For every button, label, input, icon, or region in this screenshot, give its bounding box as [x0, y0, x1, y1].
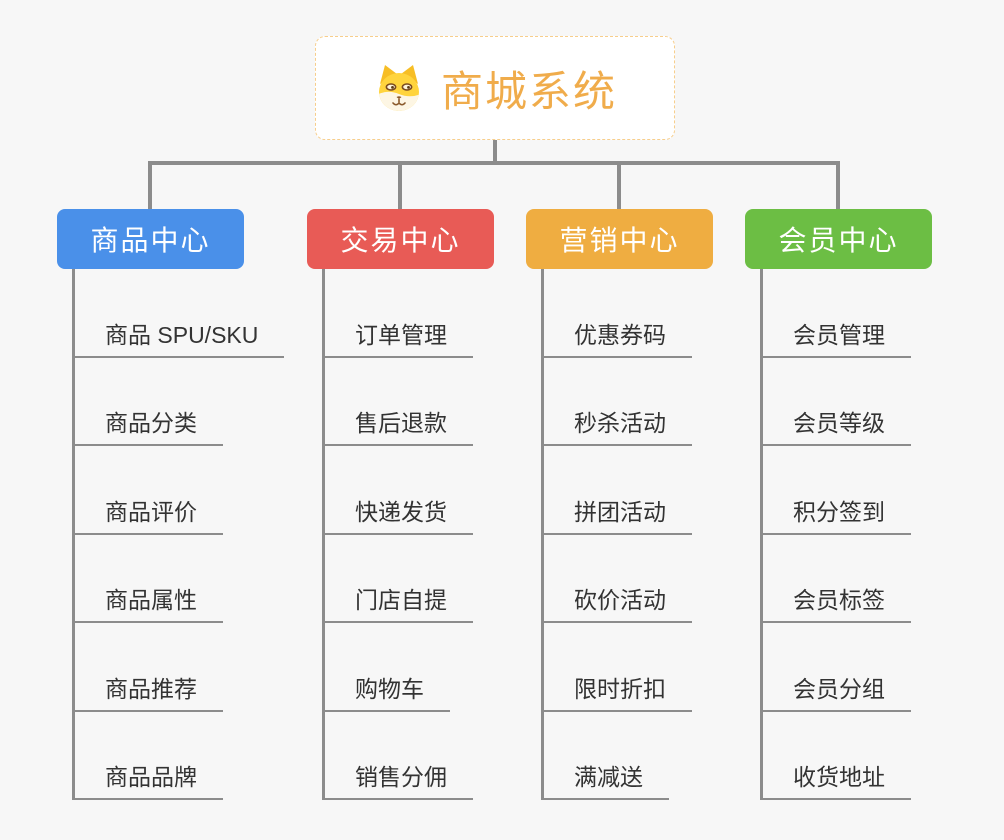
leaf-node[interactable]: 积分签到	[763, 446, 911, 535]
branch-tree: 订单管理 售后退款 快递发货 门店自提 购物车 销售分佣	[322, 269, 473, 800]
leaf-node[interactable]: 限时折扣	[544, 623, 692, 712]
branch-product-center: 商品中心 商品 SPU/SKU 商品分类 商品评价 商品属性 商品推荐 商品品牌	[57, 209, 285, 800]
shiba-dog-icon	[378, 65, 419, 111]
leaf-node[interactable]: 商品品牌	[75, 712, 223, 800]
branch-box-member-center[interactable]: 会员中心	[745, 209, 932, 269]
branch-label: 营销中心	[559, 225, 680, 256]
leaf-node[interactable]: 满减送	[544, 712, 669, 800]
connector-drop-4	[836, 161, 840, 209]
branch-tree: 优惠券码 秒杀活动 拼团活动 砍价活动 限时折扣 满减送	[541, 269, 692, 800]
leaf-node[interactable]: 商品评价	[75, 446, 223, 535]
leaf-node[interactable]: 订单管理	[325, 269, 473, 358]
branch-tree: 会员管理 会员等级 积分签到 会员标签 会员分组 收货地址	[760, 269, 911, 800]
leaf-node[interactable]: 商品分类	[75, 358, 223, 446]
branch-label: 交易中心	[340, 225, 461, 256]
connector-drop-2	[398, 161, 402, 209]
branch-box-marketing-center[interactable]: 营销中心	[526, 209, 713, 269]
leaf-node[interactable]: 砍价活动	[544, 535, 692, 623]
leaf-node[interactable]: 会员分组	[763, 623, 911, 712]
leaf-node[interactable]: 购物车	[325, 623, 450, 712]
leaf-node[interactable]: 会员标签	[763, 535, 911, 623]
branch-label: 会员中心	[778, 225, 899, 256]
branch-trade-center: 交易中心 订单管理 售后退款 快递发货 门店自提 购物车 销售分佣	[307, 209, 494, 800]
root-node[interactable]: 商城系统	[315, 36, 675, 140]
leaf-node[interactable]: 快递发货	[325, 446, 473, 535]
leaf-node[interactable]: 商品属性	[75, 535, 223, 623]
leaf-node[interactable]: 会员管理	[763, 269, 911, 358]
leaf-node[interactable]: 优惠券码	[544, 269, 692, 358]
leaf-node[interactable]: 秒杀活动	[544, 358, 692, 446]
leaf-node[interactable]: 拼团活动	[544, 446, 692, 535]
branch-label: 商品中心	[90, 225, 211, 256]
leaf-node[interactable]: 售后退款	[325, 358, 473, 446]
branch-member-center: 会员中心 会员管理 会员等级 积分签到 会员标签 会员分组 收货地址	[745, 209, 932, 800]
leaf-node[interactable]: 门店自提	[325, 535, 473, 623]
root-title: 商城系统	[440, 67, 617, 115]
leaf-node[interactable]: 商品推荐	[75, 623, 223, 712]
leaf-node[interactable]: 会员等级	[763, 358, 911, 446]
leaf-node[interactable]: 商品 SPU/SKU	[75, 269, 285, 358]
branch-box-trade-center[interactable]: 交易中心	[307, 209, 494, 269]
leaf-node[interactable]: 销售分佣	[325, 712, 473, 800]
connector-drop-3	[617, 161, 621, 209]
leaf-node[interactable]: 收货地址	[763, 712, 911, 800]
branch-box-product-center[interactable]: 商品中心	[57, 209, 244, 269]
connector-root-stem	[493, 140, 497, 165]
connector-drop-1	[148, 161, 152, 209]
branch-marketing-center: 营销中心 优惠券码 秒杀活动 拼团活动 砍价活动 限时折扣 满减送	[526, 209, 713, 800]
connector-spine	[148, 161, 840, 165]
branch-tree: 商品 SPU/SKU 商品分类 商品评价 商品属性 商品推荐 商品品牌	[72, 269, 285, 800]
